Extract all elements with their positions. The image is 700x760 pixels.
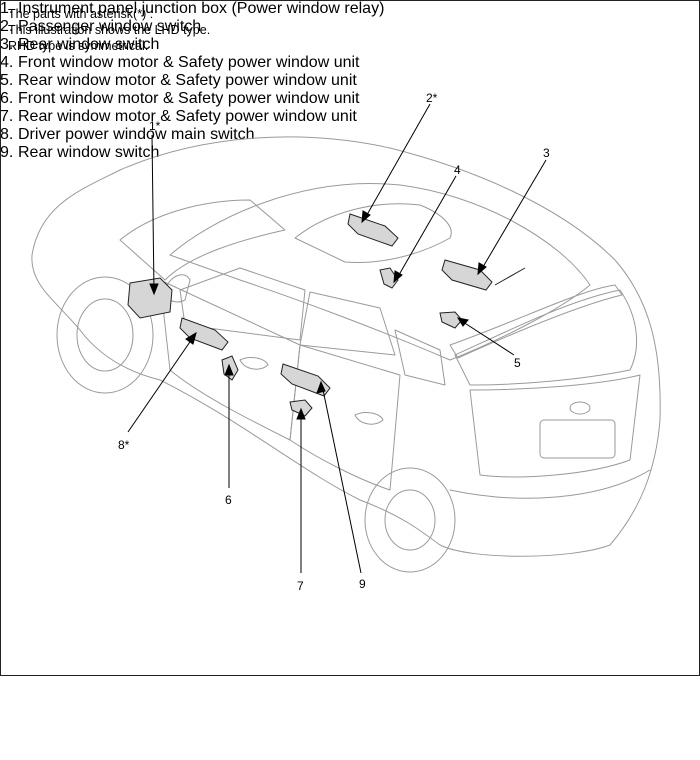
rear-window-outline xyxy=(454,289,638,386)
legend-item: 3.Rear window switch xyxy=(0,36,700,54)
legend-item: 6.Front window motor & Safety power wind… xyxy=(0,90,700,108)
callout-7: 7 xyxy=(297,579,304,593)
callout-3: 3 xyxy=(543,146,550,160)
driver-main-switch-component xyxy=(179,317,229,351)
leader-line-9 xyxy=(321,384,362,574)
rear-wheel-hub xyxy=(384,489,436,551)
quarter-window xyxy=(394,329,446,386)
leader-arrow-5 xyxy=(456,317,469,327)
rear-wheel xyxy=(364,467,456,573)
header-line-rhd: RHD type is symmetrical. xyxy=(8,39,149,53)
leader-arrow-7 xyxy=(296,407,306,420)
legend-text: Rear window switch xyxy=(18,36,160,53)
legend-text: Driver power window main switch xyxy=(18,126,255,143)
rear-window-motor-right-component xyxy=(439,311,463,329)
legend-item: 9.Rear window switch xyxy=(0,144,700,162)
car-roof-outline xyxy=(169,183,591,361)
leader-line-2 xyxy=(363,103,431,221)
leader-line-8 xyxy=(127,335,195,433)
legend-number: 6. xyxy=(0,90,14,107)
antenna-component xyxy=(494,267,526,286)
leader-line-1 xyxy=(151,134,155,293)
rear-bumper xyxy=(449,469,651,499)
legend-item: 1.Instrument panel junction box (Power w… xyxy=(0,0,700,18)
legend-number: 2. xyxy=(0,18,14,35)
leader-line-5 xyxy=(459,319,515,356)
legend-number: 4. xyxy=(0,54,14,71)
legend-item: 5.Rear window motor & Safety power windo… xyxy=(0,72,700,90)
junction-box-component xyxy=(127,277,173,319)
legend-number: 8. xyxy=(0,126,14,143)
leader-arrow-2 xyxy=(361,210,371,224)
legend-right-column: 6.Front window motor & Safety power wind… xyxy=(0,90,700,162)
diagram-header: The parts with asterisk(*) : This illust… xyxy=(8,6,210,54)
callout-4: 4 xyxy=(454,163,461,177)
callout-2: 2* xyxy=(426,91,438,105)
legend-number: 9. xyxy=(0,144,14,161)
car-body-outline xyxy=(31,136,661,557)
legend-left-column: 1.Instrument panel junction box (Power w… xyxy=(0,0,700,90)
windshield-outline xyxy=(119,199,286,281)
car-component-diagram: 1* 2* 3 4 5 6 7 8* 9 xyxy=(31,91,661,593)
rear-door-outline xyxy=(289,344,401,491)
front-door-handle xyxy=(239,357,269,370)
callout-5: 5 xyxy=(514,356,521,370)
legend-number: 7. xyxy=(0,108,14,125)
leader-arrow-1 xyxy=(149,283,159,296)
passenger-window-switch-component xyxy=(347,213,399,247)
leader-line-4 xyxy=(395,175,457,281)
legend-text: Rear window motor & Safety power window … xyxy=(18,108,357,125)
callout-1: 1* xyxy=(149,119,161,133)
legend-item: 4.Front window motor & Safety power wind… xyxy=(0,54,700,72)
legend-number: 5. xyxy=(0,72,14,89)
rear-side-window xyxy=(299,291,396,356)
leader-line-3 xyxy=(479,159,547,273)
callout-9: 9 xyxy=(359,577,366,591)
legend-text: Rear window motor & Safety power window … xyxy=(18,72,357,89)
legend-text: Passenger window switch xyxy=(18,18,202,35)
tailgate-outline xyxy=(469,374,641,478)
leader-arrow-8 xyxy=(185,331,197,345)
leader-arrow-4 xyxy=(393,270,403,284)
legend-item: 2.Passenger window switch xyxy=(0,18,700,36)
legend-number: 1. xyxy=(0,0,14,17)
leader-arrow-9 xyxy=(316,380,326,394)
sunroof-outline xyxy=(294,203,452,264)
rear-door-handle xyxy=(354,412,384,425)
callout-8: 8* xyxy=(118,438,130,452)
rear-emblem xyxy=(569,401,591,415)
leader-arrow-6 xyxy=(224,363,234,376)
header-line-asterisk: The parts with asterisk(*) : xyxy=(8,7,154,21)
legend-item: 8.Driver power window main switch xyxy=(0,126,700,144)
rear-spoiler xyxy=(449,284,623,359)
legend-text: Rear window switch xyxy=(18,144,160,161)
license-plate xyxy=(539,419,616,459)
legend-item: 7.Rear window motor & Safety power windo… xyxy=(0,108,700,126)
callout-6: 6 xyxy=(225,493,232,507)
legend-text: Front window motor & Safety power window… xyxy=(18,54,360,71)
leader-arrow-3 xyxy=(477,262,487,276)
header-line-lhd: This illustration shows the LHD type. xyxy=(8,23,211,37)
front-wheel-hub xyxy=(76,298,134,372)
front-wheel xyxy=(56,276,154,394)
legend-text: Instrument panel junction box (Power win… xyxy=(18,0,385,17)
legend-text: Front window motor & Safety power window… xyxy=(18,90,360,107)
legend-number: 3. xyxy=(0,36,14,53)
